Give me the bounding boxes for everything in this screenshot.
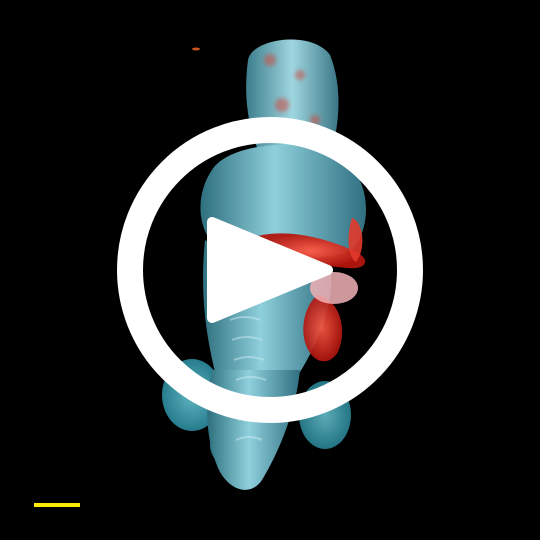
pink-structure xyxy=(310,272,358,304)
red-highlight-lower xyxy=(303,295,343,362)
scale-bar xyxy=(34,503,80,507)
red-highlight-edge xyxy=(348,218,363,262)
speck-artifact xyxy=(192,47,200,51)
play-triangle[interactable] xyxy=(207,217,333,323)
play-ring[interactable] xyxy=(117,117,423,423)
red-highlight-upper xyxy=(258,233,366,269)
